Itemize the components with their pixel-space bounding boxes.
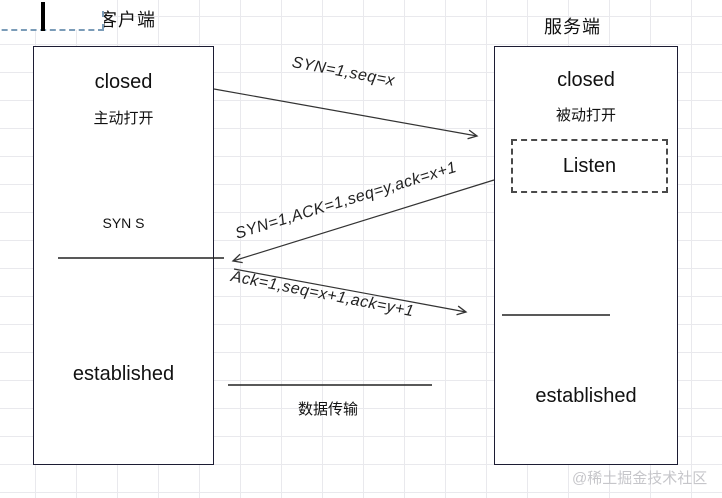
watermark: @稀土掘金技术社区 bbox=[572, 470, 708, 487]
client-state-closed: closed bbox=[94, 71, 153, 93]
client-open-mode: 主动打开 bbox=[93, 110, 154, 127]
ack-arrow[interactable] bbox=[233, 268, 468, 316]
text-cursor bbox=[41, 2, 45, 31]
server-lane-title[interactable]: 服务端 bbox=[544, 17, 601, 37]
client-syn-note: SYN S bbox=[102, 215, 145, 231]
server-state-closed: closed bbox=[557, 69, 615, 91]
client-state-box[interactable]: closed 主动打开 SYN S established bbox=[33, 46, 214, 465]
listen-state-box[interactable]: Listen bbox=[511, 139, 668, 193]
syn-arrow[interactable] bbox=[213, 88, 479, 140]
selection-box-bottom-edge[interactable] bbox=[0, 29, 104, 31]
selection-box-right-edge[interactable] bbox=[102, 11, 104, 30]
selection-box-fill bbox=[0, 0, 104, 30]
server-state-established: established bbox=[535, 385, 637, 407]
client-lane-title[interactable]: 客户端 bbox=[99, 10, 156, 30]
server-open-mode: 被动打开 bbox=[555, 107, 616, 124]
client-state-established: established bbox=[72, 363, 175, 385]
data-transfer-label[interactable]: 数据传输 bbox=[297, 401, 358, 418]
syn-ack-arrow[interactable] bbox=[231, 179, 495, 264]
listen-label: Listen bbox=[562, 154, 617, 177]
server-state-box[interactable]: closed 被动打开 Listen established bbox=[494, 46, 678, 465]
